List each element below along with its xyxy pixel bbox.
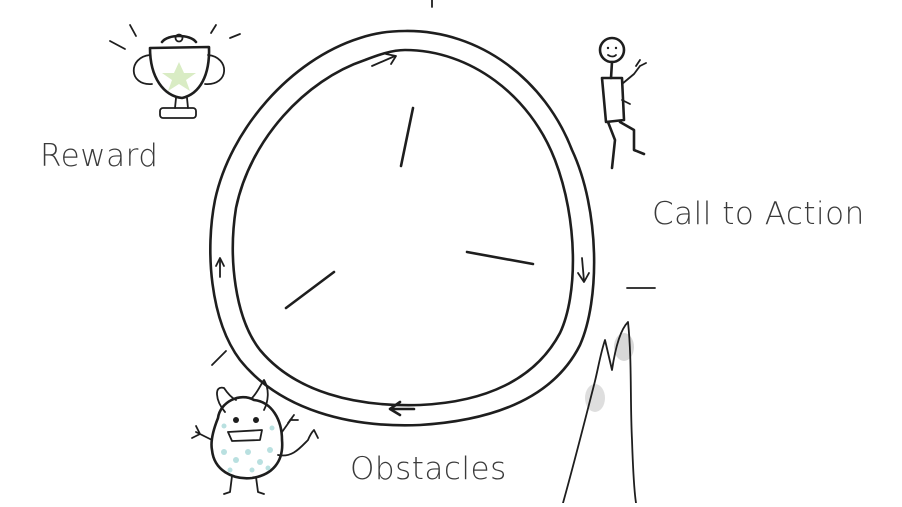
spoke-right — [465, 250, 535, 266]
arrow-top-icon — [371, 53, 397, 67]
mountain-icon — [562, 287, 656, 504]
trophy-star — [162, 62, 196, 91]
monster-icon — [191, 350, 319, 495]
reward-label: Reward — [40, 138, 159, 174]
spoke-top — [399, 106, 415, 168]
cycle-outer-ring — [209, 29, 596, 427]
obstacles-label: Obstacles — [350, 451, 507, 487]
cycle-inner-ring — [231, 48, 575, 407]
arrow-bottom-icon — [388, 400, 416, 417]
arrow-left-icon — [215, 257, 225, 278]
trophy-icon — [109, 24, 241, 119]
arrow-right-icon — [577, 257, 590, 283]
call-to-action-label: Call to Action — [652, 196, 865, 232]
stick-figure-icon — [598, 36, 647, 170]
spoke-left — [284, 270, 336, 310]
